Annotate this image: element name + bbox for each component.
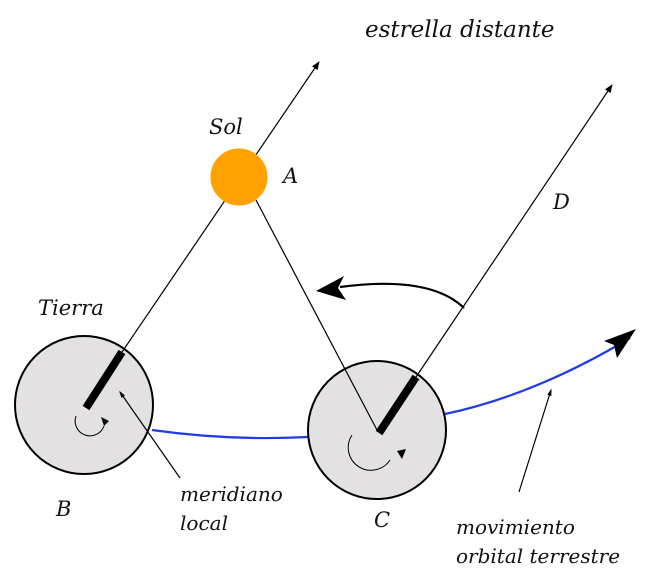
orbit-path-right: [444, 337, 631, 416]
angle-arc: [339, 282, 465, 309]
orbit-direction-arrowhead: [604, 329, 636, 358]
label-sun: Sol: [209, 115, 243, 139]
label-earth: Tierra: [38, 296, 104, 320]
label-distant-star: estrella distante: [365, 17, 555, 43]
line-b-to-distant-star: [119, 61, 320, 356]
orbit-path-left: [151, 428, 309, 440]
line-c-to-sun: [255, 199, 378, 431]
label-orbital-motion-1: movimiento: [456, 515, 575, 539]
meridian-marker-c: [375, 374, 420, 436]
earth-position-b: [14, 335, 154, 475]
orbital-motion-pointer: [518, 388, 552, 493]
label-point-a: A: [281, 164, 298, 188]
earth-b-rotation-icon: [74, 415, 105, 437]
meridian-pointer: [119, 390, 181, 479]
label-point-c: C: [374, 508, 390, 532]
label-point-b: B: [55, 497, 71, 521]
label-point-d: D: [552, 190, 570, 214]
line-c-to-distant-star: [415, 84, 613, 378]
label-orbital-motion-2: orbital terrestre: [456, 544, 620, 568]
meridian-marker-b: [82, 349, 126, 411]
angle-arc-arrowhead: [316, 276, 346, 300]
earth-c-rotation-icon: [347, 434, 391, 471]
earth-b-rotation-arrowhead: [101, 417, 109, 426]
earth-c-rotation-arrowhead: [397, 449, 406, 459]
label-local-meridian-2: local: [180, 511, 228, 535]
label-local-meridian-1: meridiano: [180, 482, 283, 506]
sun-disc: [210, 148, 268, 206]
